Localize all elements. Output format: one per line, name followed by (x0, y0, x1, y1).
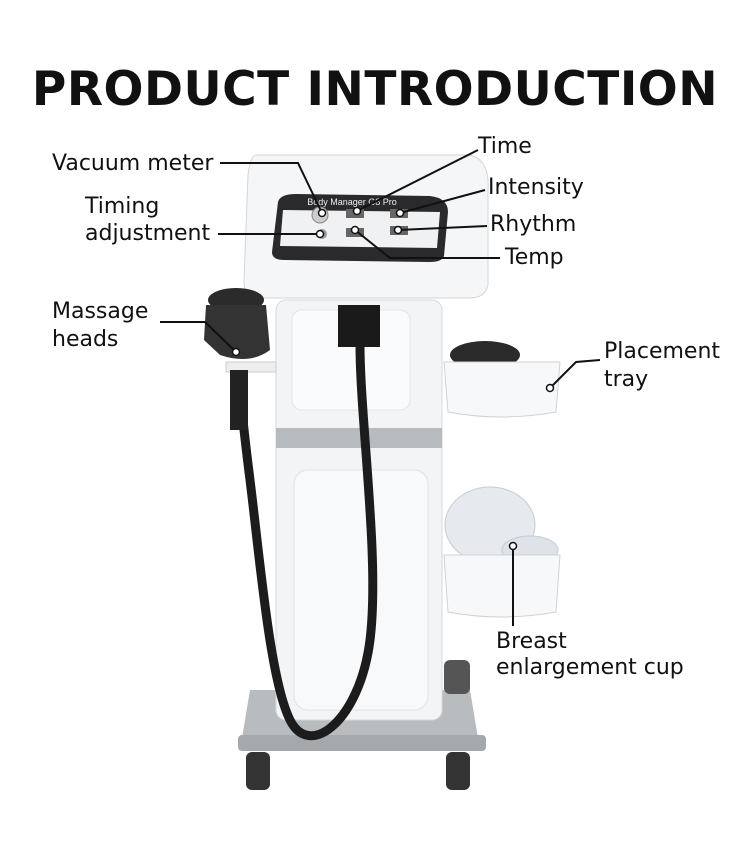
massage-handpiece (204, 288, 378, 741)
placement-tray (443, 341, 561, 418)
label-time: Time (478, 134, 532, 159)
label-tray: tray (604, 367, 649, 392)
label-enlargement-cup: enlargement cup (496, 655, 684, 680)
machine-body (275, 299, 443, 721)
label-vacuum-meter: Vacuum meter (52, 151, 214, 176)
cup-tray (443, 486, 561, 618)
label-placement: Placement (604, 339, 721, 364)
label-intensity: Intensity (488, 175, 584, 200)
callout-dots (231, 206, 555, 551)
label-breast: Breast (496, 629, 567, 654)
page-title: PRODUCT INTRODUCTION (31, 62, 719, 117)
label-temp: Temp (505, 245, 564, 270)
label-heads: heads (52, 327, 119, 352)
panel-brand: Body Manager G8 Pro (307, 197, 397, 207)
callout-lines (160, 149, 601, 626)
label-rhythm: Rhythm (490, 212, 577, 237)
label-massage: Massage (52, 299, 149, 324)
control-head: Body Manager G8 Pro (243, 154, 489, 299)
label-adjustment: adjustment (85, 221, 211, 246)
label-timing: Timing (85, 194, 160, 219)
